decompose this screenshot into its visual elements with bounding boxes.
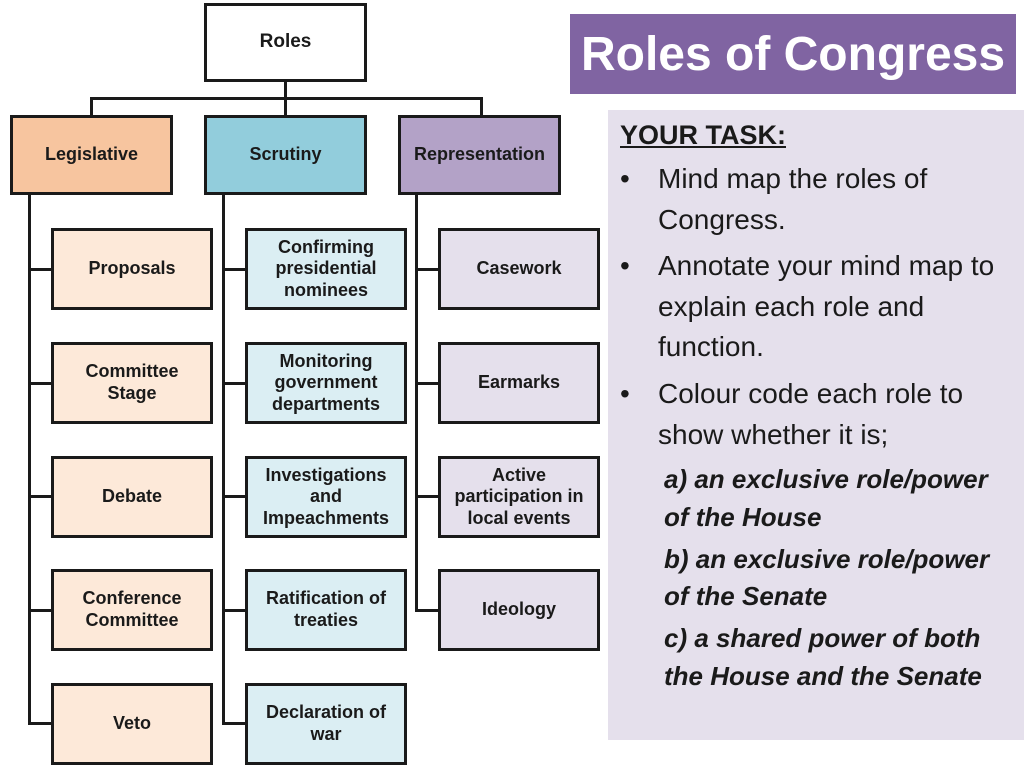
node-ideology: Ideology [438,569,600,651]
page-title: Roles of Congress [570,14,1016,94]
node-ratification-of-treaties: Ratification of treaties [245,569,407,651]
connector-branch-tick [28,722,53,725]
node-confirming-presidential-nominees: Confirming presidential nominees [245,228,407,310]
task-bullet-text: Colour code each role to show whether it… [658,377,964,450]
connector-scrutiny-drop [284,97,287,117]
task-bullet-text: Mind map the roles of Congress. [658,163,928,235]
bullet-marker: • [620,163,630,194]
connector-scrutiny-spine [222,194,225,724]
connector-branch-tick [28,609,53,612]
connector-branch-tick [415,268,440,271]
connector-branch-tick [415,382,440,385]
connector-branch-tick [28,495,53,498]
node-scrutiny: Scrutiny [204,115,367,195]
bullet-marker: • [620,250,630,282]
connector-legislative-drop [90,97,93,117]
connector-branch-tick [28,382,53,385]
connector-branch-tick [28,268,53,271]
task-bullet-text: Annotate your mind map to explain each r… [658,250,995,363]
node-monitoring-government-departments: Monitoring government departments [245,342,407,424]
task-option-house: a) an exclusive role/power of the House [664,464,988,532]
node-earmarks: Earmarks [438,342,600,424]
node-active-participation: Active participation in local events [438,456,600,538]
connector-representation-spine [415,194,418,610]
connector-branch-tick [415,495,440,498]
connector-branch-tick [222,495,247,498]
connector-branch-tick [415,609,440,612]
connector-representation-drop [480,97,483,117]
task-bullet: • Mind map the roles of Congress. [620,159,1012,240]
task-bullet: • Colour code each role to show whether … [620,374,1012,455]
task-bullet: • Annotate your mind map to explain each… [620,246,1012,368]
task-panel: YOUR TASK: • Mind map the roles of Congr… [608,110,1024,740]
node-legislative: Legislative [10,115,173,195]
node-conference-committee: Conference Committee [51,569,213,651]
node-declaration-of-war: Declaration of war [245,683,407,765]
connector-branch-tick [222,268,247,271]
node-casework: Casework [438,228,600,310]
node-debate: Debate [51,456,213,538]
node-veto: Veto [51,683,213,765]
connector-root-stem [284,80,287,98]
node-committee-stage: Committee Stage [51,342,213,424]
connector-branch-tick [222,722,247,725]
node-proposals: Proposals [51,228,213,310]
task-option-shared: c) a shared power of both the House and … [664,622,982,691]
node-representation: Representation [398,115,561,195]
node-roles: Roles [204,3,367,82]
connector-legislative-spine [28,194,31,724]
bullet-marker: • [620,377,630,409]
connector-branch-tick [222,382,247,385]
node-investigations-and-impeachments: Investigations and Impeachments [245,456,407,538]
task-option-senate: b) an exclusive role/power of the Senate [664,543,990,612]
task-heading: YOUR TASK: [620,120,786,150]
connector-branch-tick [222,609,247,612]
